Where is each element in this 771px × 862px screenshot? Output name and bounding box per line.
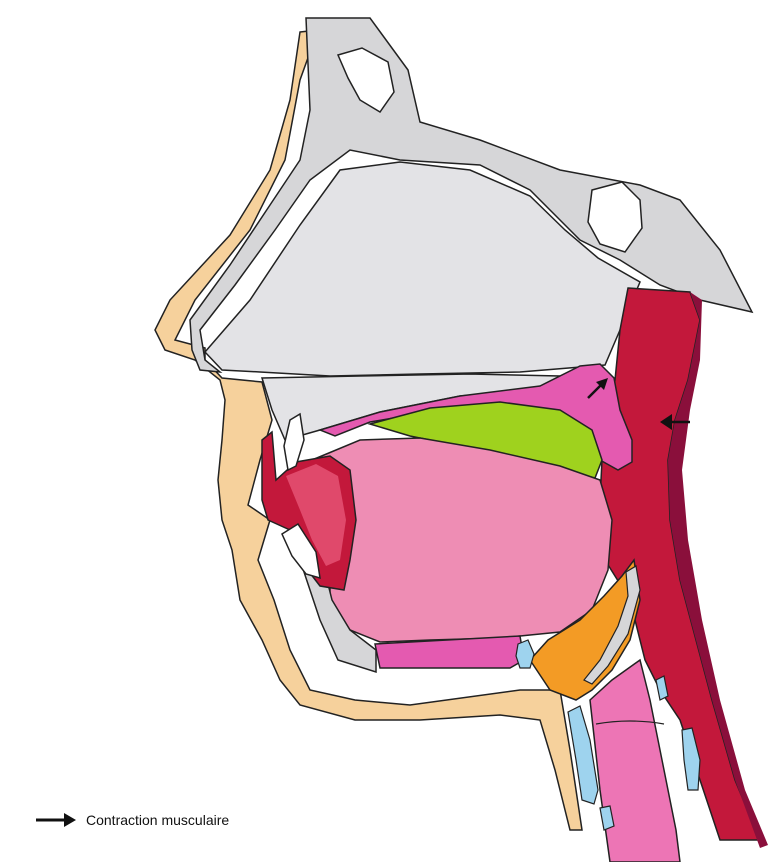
legend: Contraction musculaire — [34, 812, 229, 828]
hyoid-cartilage — [516, 640, 534, 668]
tongue — [312, 438, 612, 642]
legend-label: Contraction musculaire — [86, 812, 229, 828]
arrow-right-icon — [34, 812, 78, 828]
